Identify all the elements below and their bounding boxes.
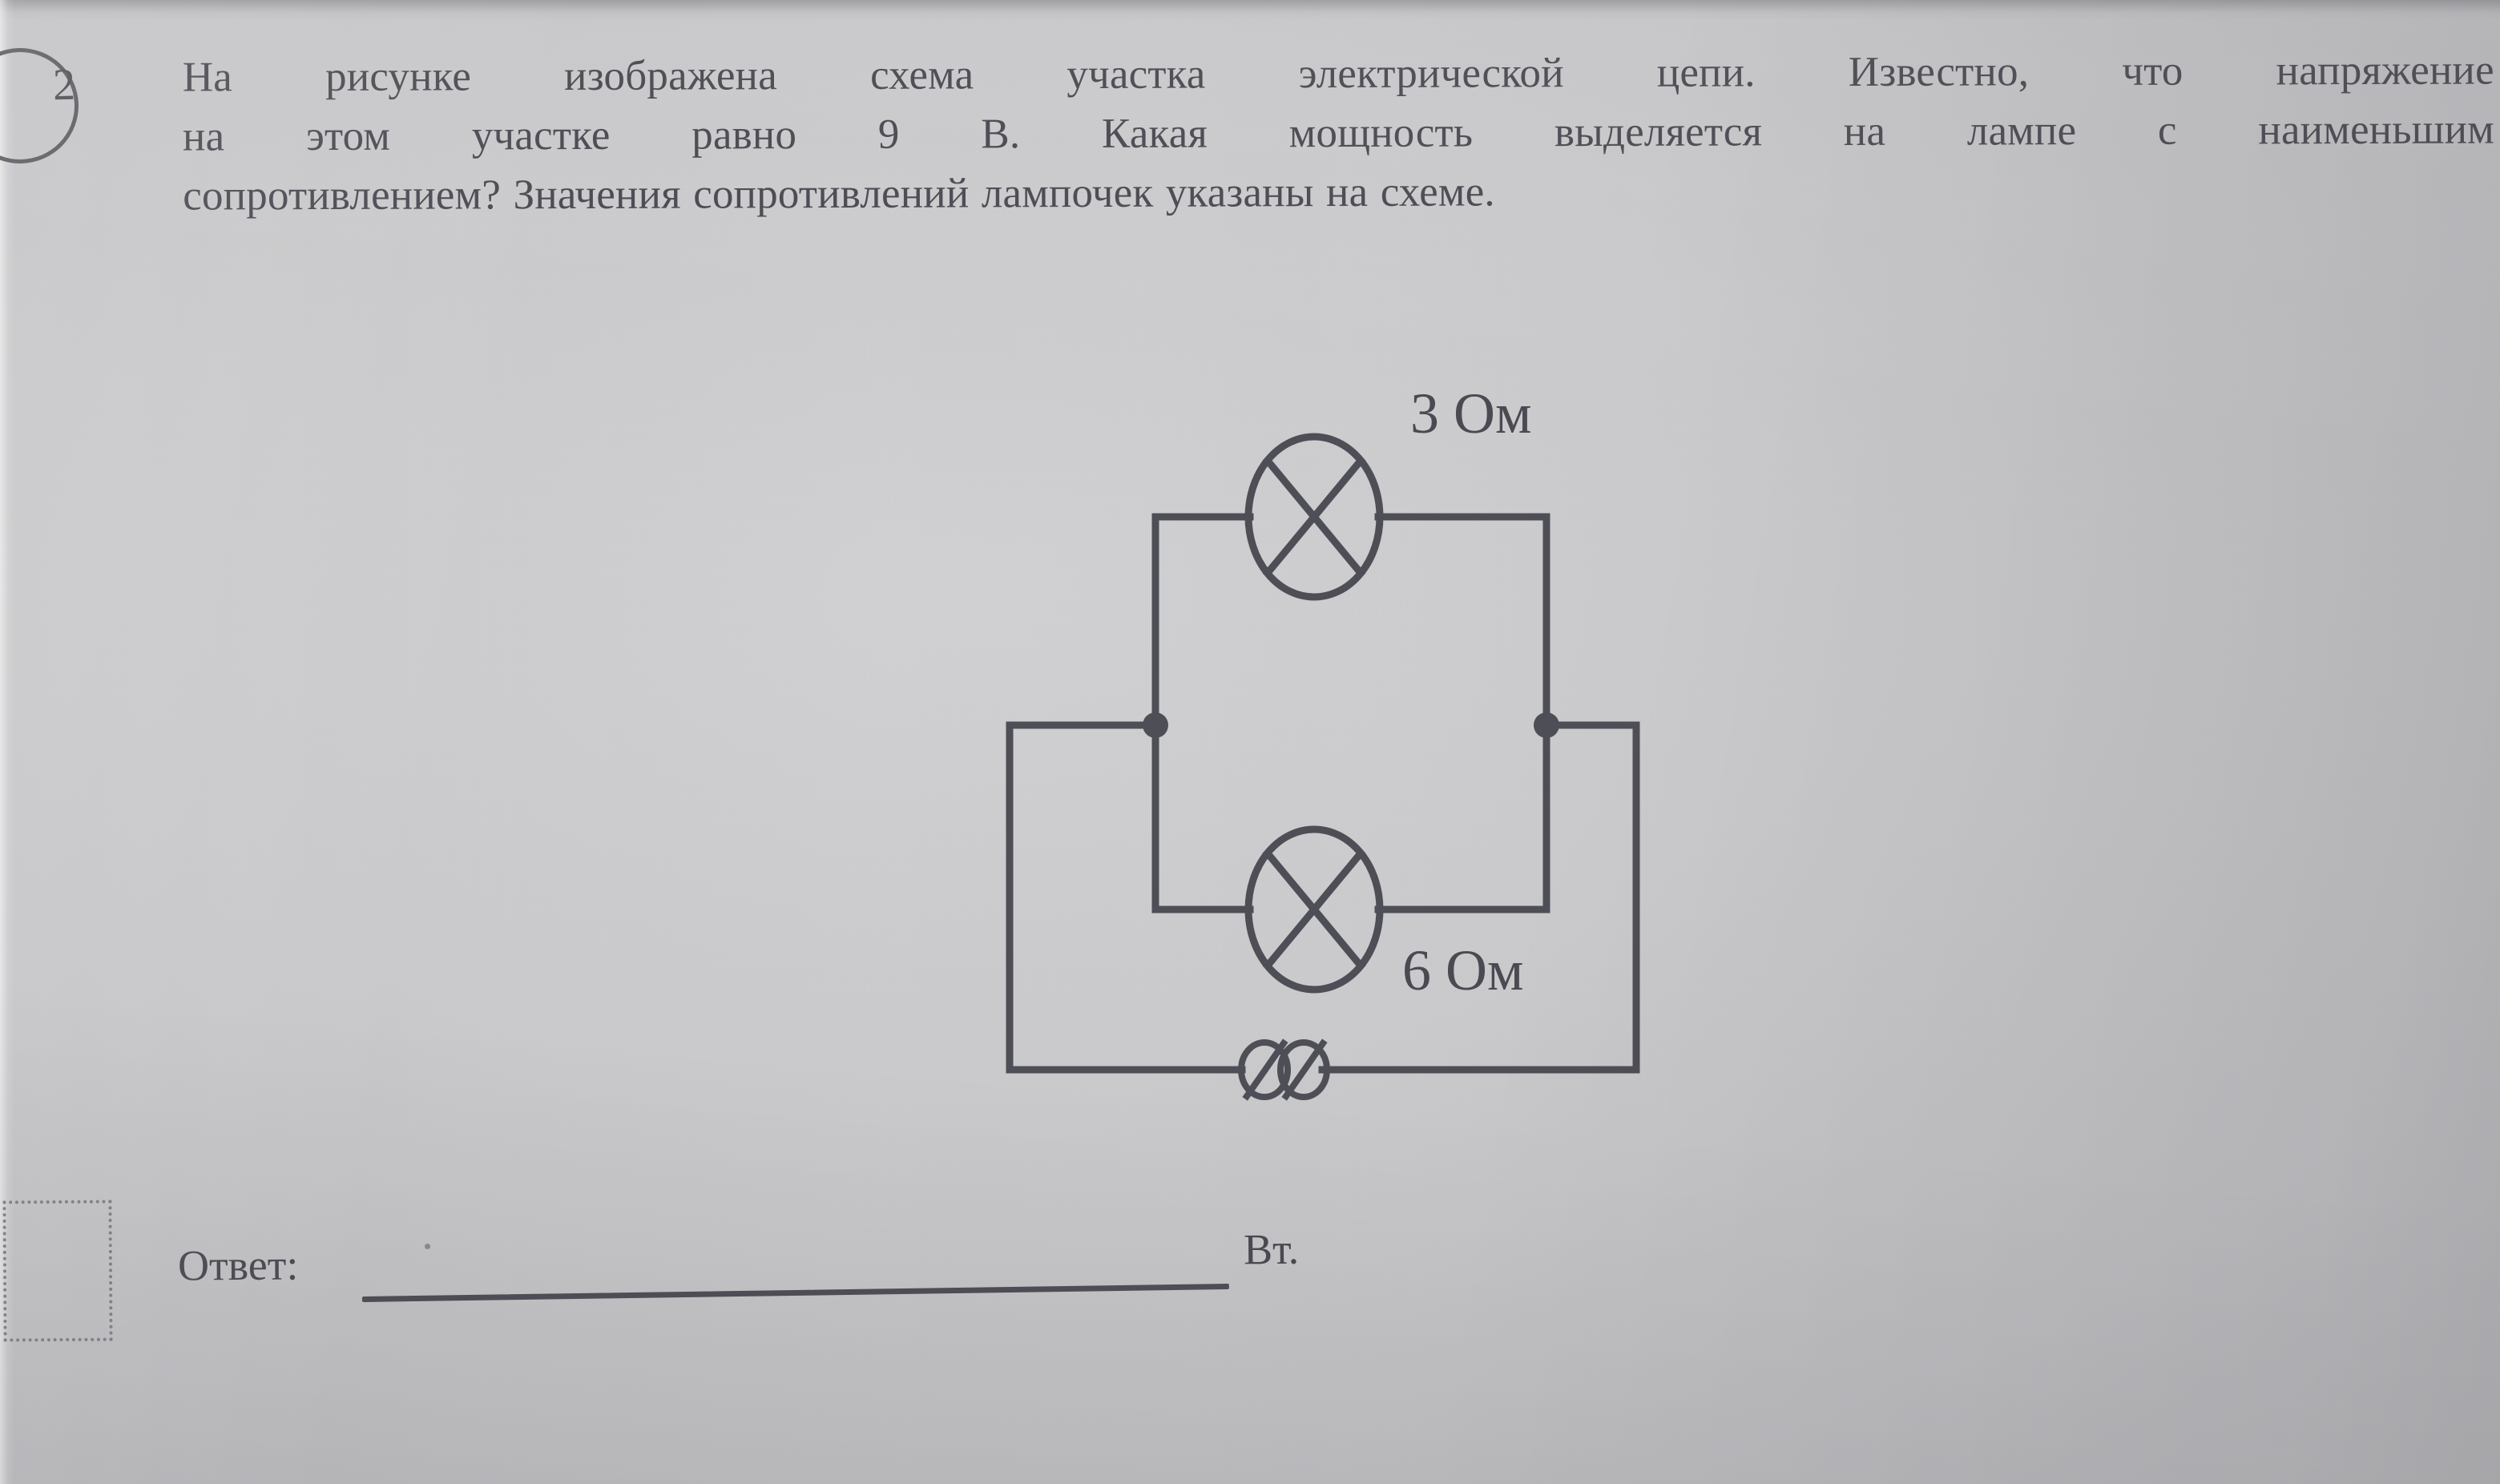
junction-dot-left	[1143, 712, 1168, 738]
terminal-right-slash	[1281, 1038, 1328, 1101]
terminal-left-circle	[1238, 1039, 1291, 1100]
scan-top-edge-shadow	[0, 0, 2500, 21]
junction-dot-right	[1534, 712, 1559, 738]
lamp-top-circle	[1244, 433, 1384, 601]
answer-label: Ответ:	[177, 1240, 299, 1290]
answer-write-in-line[interactable]	[361, 1283, 1229, 1302]
terminal-left-slash	[1242, 1038, 1288, 1101]
question-line-3: сопротивлением? Значения сопротивлений л…	[183, 168, 1495, 220]
score-box[interactable]	[2, 1200, 113, 1342]
lamp-bottom-circle	[1244, 825, 1384, 994]
lamp-top-cross-b	[1262, 455, 1366, 579]
terminal-right-circle	[1277, 1039, 1330, 1100]
circuit-diagram: 3 Ом 6 Ом	[986, 345, 1659, 1178]
paper-speck	[425, 1244, 430, 1249]
lamp-top-resistance-label: 3 Ом	[1410, 381, 1532, 446]
lamp-bottom-resistance-label: 6 Ом	[1402, 938, 1524, 1002]
question-line-2: на этом участке равно 9 В. Какая мощност…	[182, 106, 2495, 160]
lamp-bottom-cross-b	[1262, 848, 1366, 971]
answer-unit-label: Вт.	[1243, 1224, 1300, 1274]
question-line-1: На рисунке изображена схема участка элек…	[182, 46, 2494, 101]
task-number-label: 2	[52, 59, 76, 111]
question-text-block: На рисунке изображена схема участка элек…	[183, 40, 2495, 225]
